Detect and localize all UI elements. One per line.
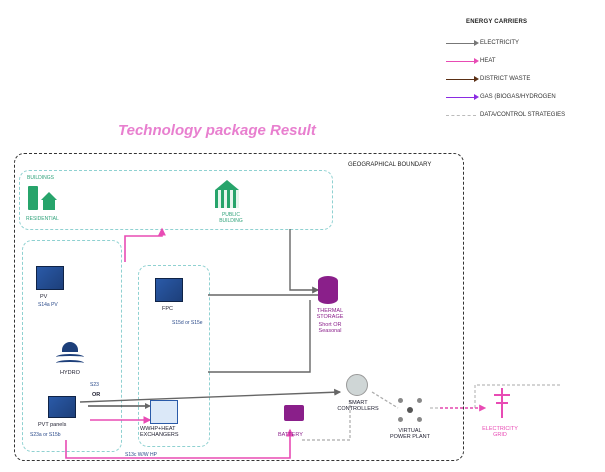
public-building-icon	[212, 180, 242, 210]
production-group	[22, 240, 122, 452]
pv-label: PV	[40, 294, 48, 300]
diagram-title: Technology package Result	[118, 122, 316, 139]
heat-pump-sub: S13c W/W HP	[125, 452, 157, 458]
legend: ELECTRICITY HEAT DISTRICT WASTE GAS (BIO…	[446, 39, 565, 118]
electricity-grid-icon	[494, 388, 510, 418]
vpp-icon	[398, 398, 422, 422]
heat-pump-label: WWHP+HEAT EXCHANGERS	[140, 426, 179, 438]
fpc-icon	[155, 278, 183, 302]
legend-item-gas: GAS (BIOGAS/HYDROGEN	[446, 93, 565, 100]
fpc-sub: S15d or S15e	[172, 320, 203, 326]
elec-flow-hp	[208, 300, 311, 373]
heat-flow-bottom	[65, 428, 294, 459]
boundary-label: GEOGRAPHICAL BOUNDARY	[348, 162, 432, 168]
legend-item-heat: HEAT	[446, 57, 565, 64]
heat-group	[138, 265, 210, 447]
legend-line-heat	[446, 57, 479, 64]
pvt-icon	[48, 396, 76, 418]
legend-label: HEAT	[480, 58, 496, 64]
pv-icon	[36, 266, 64, 290]
thermal-storage-icon	[318, 276, 338, 304]
thermal-storage-sub: Short OR Seasonal	[318, 322, 342, 334]
residential-label: RESIDENTIAL	[26, 216, 59, 222]
legend-item-electricity: ELECTRICITY	[446, 39, 565, 46]
buildings-label: BUILDINGS	[27, 175, 54, 181]
public-building-label: PUBLIC BUILDING	[219, 212, 243, 224]
electricity-grid-label: ELECTRICITY GRID	[482, 426, 518, 438]
legend-item-district-waste: DISTRICT WASTE	[446, 75, 565, 82]
legend-label: ELECTRICITY	[480, 40, 520, 46]
buildings-group	[19, 170, 333, 230]
residential-icon	[28, 186, 58, 212]
elec-flow-smart	[79, 388, 342, 403]
heat-pump-icon	[150, 400, 178, 424]
fpc-label: FPC	[162, 306, 173, 312]
heat-flow-public	[124, 227, 166, 262]
data-flow-battery	[300, 400, 351, 441]
thermal-storage-label: THERMAL STORAGE	[316, 308, 344, 320]
pv-sub: S14a PV	[38, 302, 58, 308]
legend-label: DATA/CONTROL STRATEGIES	[480, 112, 566, 118]
hydro-or: OR	[92, 392, 101, 398]
legend-label: GAS (BIOGAS/HYDROGEN	[480, 94, 556, 100]
legend-item-data: DATA/CONTROL STRATEGIES	[446, 112, 565, 118]
legend-line-data	[446, 114, 476, 116]
battery-label: BATTERY	[278, 432, 303, 438]
hydro-sub: S23	[90, 382, 99, 388]
smart-controller-label: SMART CONTROLLERS	[337, 400, 379, 412]
smart-controller-icon	[346, 374, 368, 396]
elec-flow-storage	[289, 229, 320, 294]
hydro-icon	[56, 342, 84, 366]
vpp-label: VIRTUAL POWER PLANT	[389, 428, 431, 440]
pvt-label: PVT panels	[38, 422, 67, 428]
legend-line-district-waste	[446, 75, 479, 82]
data-flow-vpp	[371, 391, 399, 409]
legend-title: ENERGY CARRIERS	[466, 19, 528, 25]
legend-label: DISTRICT WASTE	[480, 76, 531, 82]
geographical-boundary	[14, 153, 464, 461]
legend-line-electricity	[446, 39, 479, 46]
legend-line-gas	[446, 93, 479, 100]
battery-icon	[284, 405, 304, 421]
pvt-sub: S23a or S15b	[30, 432, 61, 438]
hydro-label: HYDRO	[60, 370, 80, 376]
